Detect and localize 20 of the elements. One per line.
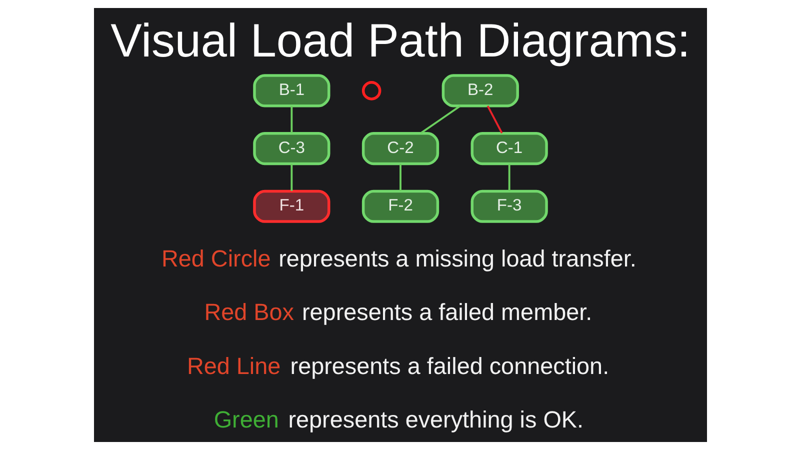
node-circle [361, 81, 381, 100]
label: Red Line represents a failed connection. [186, 352, 609, 379]
connector [486, 106, 502, 134]
connector [399, 164, 401, 191]
label: Red Box represents a failed member. [204, 299, 592, 326]
diagram-title: Visual Load Path Diagrams: [110, 14, 690, 67]
label: Red Circle represents a missing load transfer. [161, 245, 636, 272]
node-box: C-3 [252, 132, 330, 166]
connector [290, 106, 292, 134]
node-box: C-2 [361, 132, 439, 166]
node-box: F-3 [470, 190, 548, 223]
node-box: B-2 [441, 74, 518, 108]
connector [508, 164, 510, 191]
node-box: B-1 [252, 74, 330, 108]
label: Green represents everything is OK. [213, 406, 584, 433]
connector [290, 164, 292, 191]
node-box: F-1 [252, 190, 330, 223]
connector [420, 105, 460, 134]
node-box: C-1 [470, 132, 548, 166]
node-box: F-2 [361, 190, 439, 223]
